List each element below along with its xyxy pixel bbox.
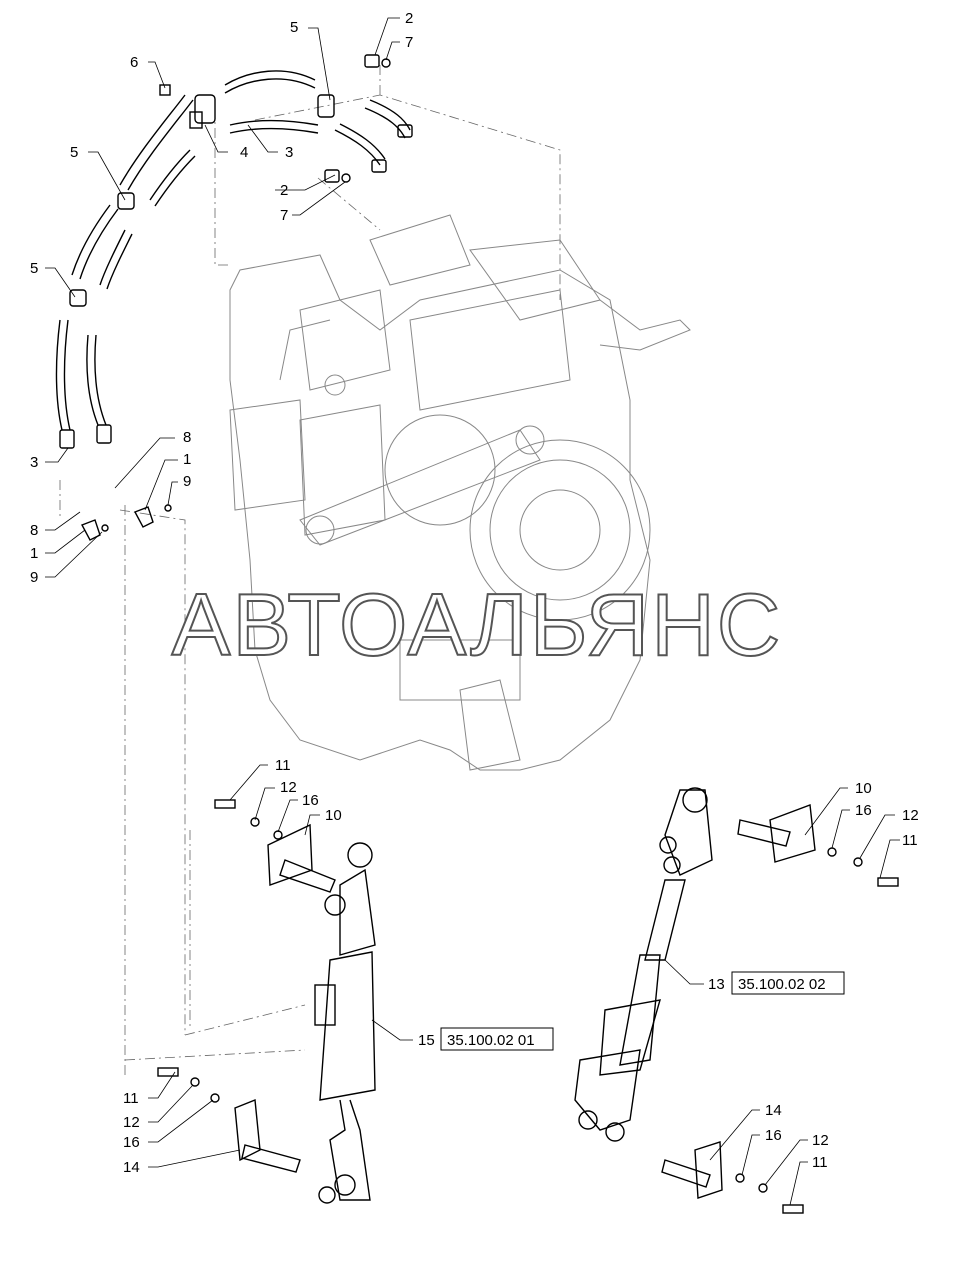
callout-14: 14	[765, 1102, 782, 1119]
watermark-text: АВТОАЛЬЯНС	[172, 575, 783, 674]
assembly-guide-lines	[59, 65, 561, 1075]
reference-box-13[interactable]: 35.100.02 02	[731, 971, 845, 995]
callout-11: 11	[902, 832, 918, 849]
callout-10: 10	[325, 807, 342, 824]
callout-8: 8	[30, 522, 38, 539]
pin-bracket-upper-left	[214, 799, 336, 893]
callout-13: 13	[708, 976, 725, 993]
callout-15: 15	[418, 1032, 435, 1049]
callout-7: 7	[280, 207, 288, 224]
callout-8: 8	[183, 429, 191, 446]
callout-5: 5	[70, 144, 78, 161]
callout-6: 6	[130, 54, 138, 71]
pin-bracket-lower-left	[157, 1067, 301, 1173]
callout-16: 16	[855, 802, 872, 819]
callout-labels: 5 2 7 6 4 3 5 2 7 5 3 8 1 9 8 1 9 11 12 …	[30, 10, 919, 1176]
callout-7: 7	[405, 34, 413, 51]
callout-14: 14	[123, 1159, 140, 1176]
reference-13-text: 35.100.02 02	[738, 976, 826, 993]
transmission-housing	[229, 214, 691, 771]
pin-bracket-lower-right	[661, 1141, 804, 1214]
callout-16: 16	[302, 792, 319, 809]
callout-5: 5	[30, 260, 38, 277]
callout-11: 11	[812, 1154, 828, 1171]
callout-1: 1	[30, 545, 38, 562]
fittings	[59, 54, 413, 541]
hydraulic-cylinder	[314, 842, 376, 1204]
callout-2: 2	[405, 10, 413, 27]
pin-bracket-upper-right	[737, 804, 899, 887]
callout-5: 5	[290, 19, 298, 36]
callout-11: 11	[123, 1090, 139, 1107]
top-link	[574, 787, 713, 1142]
reference-15-text: 35.100.02 01	[447, 1032, 535, 1049]
callout-11: 11	[275, 757, 291, 774]
callout-4: 4	[240, 144, 248, 161]
callout-16: 16	[765, 1127, 782, 1144]
callout-2: 2	[280, 182, 288, 199]
reference-box-15[interactable]: 35.100.02 01	[440, 1027, 554, 1051]
callout-12: 12	[902, 807, 919, 824]
hydraulic-hoses	[55, 70, 411, 431]
callout-16: 16	[123, 1134, 140, 1151]
callout-10: 10	[855, 780, 872, 797]
callout-3: 3	[285, 144, 293, 161]
callout-12: 12	[812, 1132, 829, 1149]
callout-3: 3	[30, 454, 38, 471]
leader-lines	[45, 17, 900, 1206]
callout-12: 12	[123, 1114, 140, 1131]
callout-9: 9	[183, 473, 191, 490]
callout-12: 12	[280, 779, 297, 796]
callout-9: 9	[30, 569, 38, 586]
callout-1: 1	[183, 451, 191, 468]
